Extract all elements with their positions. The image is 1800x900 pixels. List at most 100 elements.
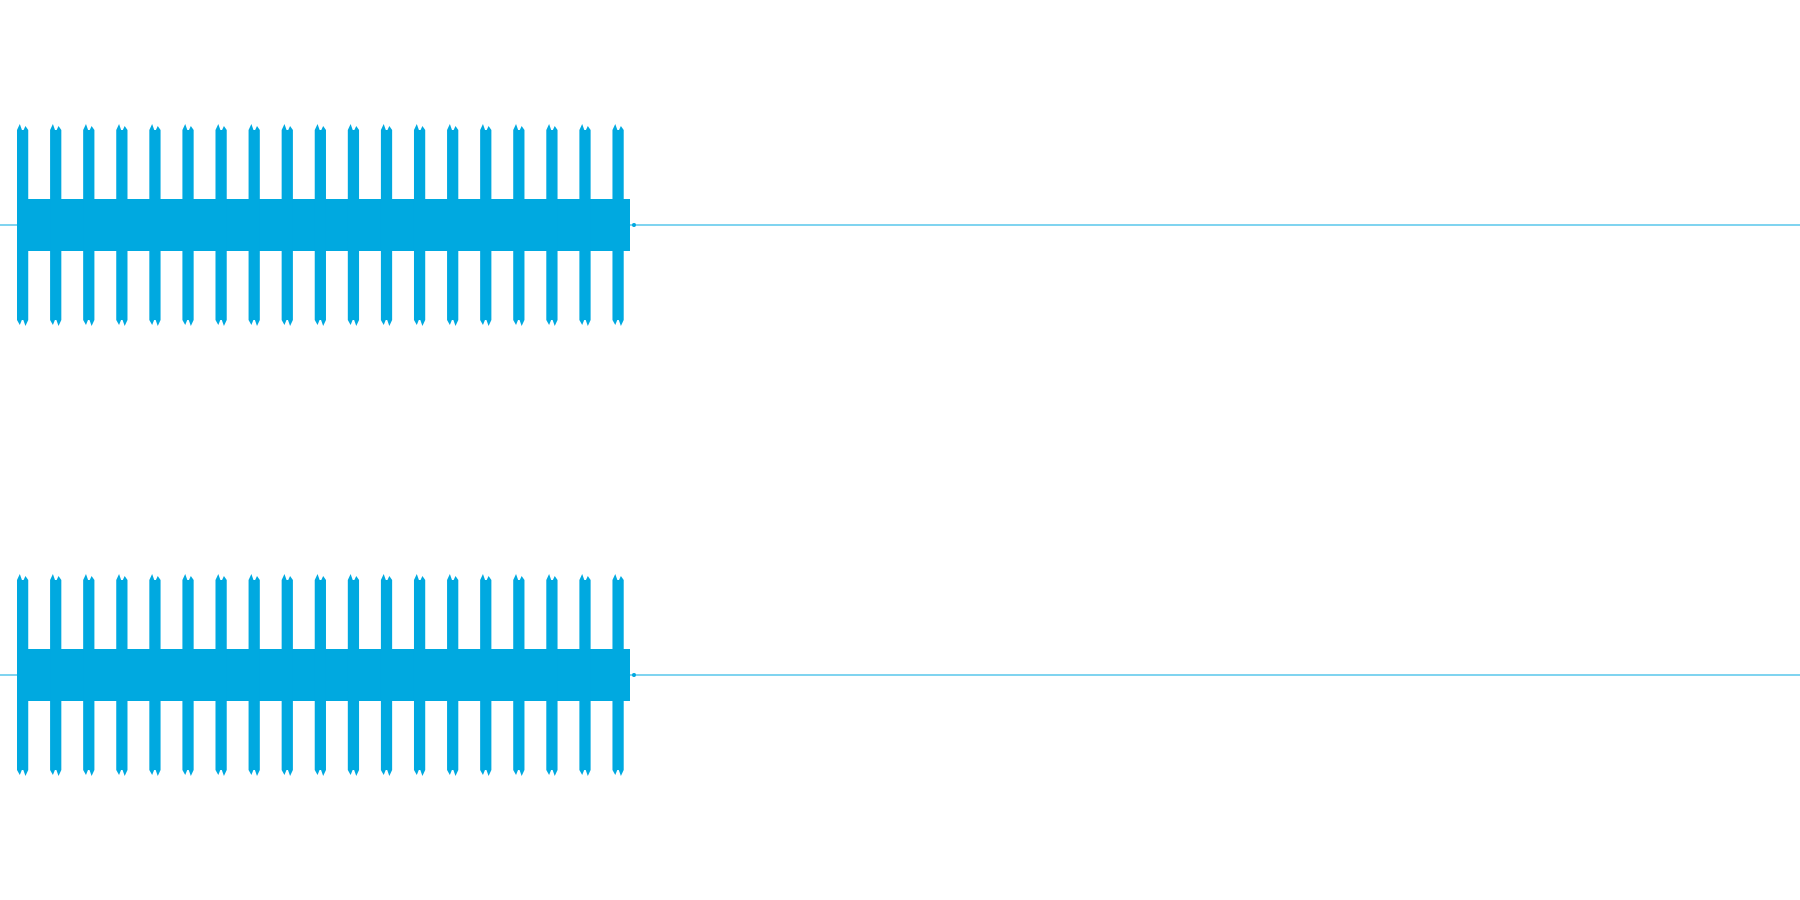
waveform-burst-tip bbox=[347, 318, 360, 326]
waveform-channel-1 bbox=[0, 124, 1800, 326]
waveform-burst-tip bbox=[50, 318, 62, 326]
waveform-burst-tip bbox=[447, 318, 459, 326]
waveform-burst-tip bbox=[413, 318, 426, 326]
waveform-burst-tip bbox=[513, 768, 525, 776]
waveform-burst-tip bbox=[380, 574, 393, 582]
waveform-burst bbox=[413, 580, 426, 770]
waveform-burst bbox=[182, 580, 194, 770]
waveform-burst-tip bbox=[215, 574, 227, 582]
waveform-burst-tip bbox=[447, 768, 459, 776]
waveform-burst-tip bbox=[314, 574, 326, 582]
waveform-burst-tip bbox=[380, 768, 393, 776]
waveform-burst-tip bbox=[17, 768, 29, 776]
waveform-burst-tip bbox=[347, 124, 360, 132]
waveform-burst-tip bbox=[215, 768, 227, 776]
waveform-burst-tip bbox=[314, 124, 326, 132]
waveform-burst-tip bbox=[149, 574, 161, 582]
waveform-burst-tip bbox=[612, 574, 624, 582]
waveform-tail bbox=[632, 223, 636, 227]
waveform-burst bbox=[347, 580, 360, 770]
waveform-burst bbox=[480, 580, 492, 770]
waveform-channel-2 bbox=[0, 574, 1800, 776]
waveform-burst bbox=[83, 580, 95, 770]
waveform-burst-tip bbox=[546, 768, 558, 776]
waveform-burst-tip bbox=[314, 768, 326, 776]
waveform-burst bbox=[314, 580, 326, 770]
waveform-burst bbox=[116, 580, 128, 770]
waveform-burst-tip bbox=[612, 318, 624, 326]
waveform-burst bbox=[314, 130, 326, 320]
waveform-burst bbox=[380, 580, 393, 770]
waveform-burst-tip bbox=[480, 574, 492, 582]
waveform-burst-tip bbox=[347, 574, 360, 582]
waveform-burst-tip bbox=[579, 124, 591, 132]
waveform-burst-tip bbox=[248, 768, 260, 776]
waveform-burst-tip bbox=[579, 318, 591, 326]
waveform-burst-tip bbox=[83, 318, 95, 326]
waveform-burst-tip bbox=[579, 574, 591, 582]
waveform-burst bbox=[347, 130, 360, 320]
waveform-burst-tip bbox=[116, 124, 128, 132]
waveform-burst-tip bbox=[182, 574, 194, 582]
waveform-burst-tip bbox=[281, 768, 293, 776]
waveform-burst bbox=[612, 580, 624, 770]
waveform-burst-tip bbox=[447, 574, 459, 582]
waveform-burst bbox=[248, 580, 260, 770]
waveform-burst-tip bbox=[513, 318, 525, 326]
waveform-burst-tip bbox=[116, 768, 128, 776]
waveform-burst-tip bbox=[182, 768, 194, 776]
waveform-burst-tip bbox=[17, 124, 29, 132]
waveform-burst bbox=[17, 130, 29, 320]
waveform-burst bbox=[546, 130, 558, 320]
waveform-burst bbox=[50, 580, 62, 770]
waveform-tail bbox=[632, 673, 636, 677]
waveform-burst-tip bbox=[182, 318, 194, 326]
waveform-burst-tip bbox=[281, 318, 293, 326]
waveform-burst bbox=[413, 130, 426, 320]
waveform-burst bbox=[447, 130, 459, 320]
waveform-burst bbox=[248, 130, 260, 320]
waveform-burst-tip bbox=[50, 768, 62, 776]
waveform-burst bbox=[215, 580, 227, 770]
waveform-burst-tip bbox=[413, 574, 426, 582]
waveform-burst bbox=[116, 130, 128, 320]
waveform-burst-tip bbox=[513, 124, 525, 132]
waveform-burst-tip bbox=[347, 768, 360, 776]
waveform-burst-tip bbox=[248, 574, 260, 582]
waveform-burst bbox=[182, 130, 194, 320]
waveform-burst-tip bbox=[50, 124, 62, 132]
waveform-burst bbox=[380, 130, 393, 320]
waveform-burst-tip bbox=[50, 574, 62, 582]
waveform-burst-tip bbox=[546, 574, 558, 582]
waveform-burst-tip bbox=[149, 124, 161, 132]
waveform-burst-tip bbox=[281, 124, 293, 132]
waveform-burst-tip bbox=[546, 318, 558, 326]
waveform-burst bbox=[215, 130, 227, 320]
waveform-burst-tip bbox=[480, 124, 492, 132]
waveform-burst bbox=[480, 130, 492, 320]
waveform-burst-tip bbox=[116, 318, 128, 326]
waveform-burst-tip bbox=[149, 768, 161, 776]
waveform-burst bbox=[149, 130, 161, 320]
waveform-burst bbox=[149, 580, 161, 770]
waveform-burst bbox=[579, 580, 591, 770]
waveform-burst-tip bbox=[248, 318, 260, 326]
waveform-burst bbox=[513, 580, 525, 770]
waveform-burst bbox=[546, 580, 558, 770]
waveform-burst-tip bbox=[281, 574, 293, 582]
waveform-burst-tip bbox=[215, 124, 227, 132]
waveform-burst-tip bbox=[513, 574, 525, 582]
waveform-burst-tip bbox=[480, 768, 492, 776]
waveform-burst bbox=[447, 580, 459, 770]
waveform-burst-tip bbox=[149, 318, 161, 326]
waveform-burst-tip bbox=[612, 124, 624, 132]
waveform-burst-tip bbox=[612, 768, 624, 776]
waveform-burst bbox=[50, 130, 62, 320]
waveform-burst-tip bbox=[380, 124, 393, 132]
waveform-burst-tip bbox=[413, 768, 426, 776]
waveform-burst-tip bbox=[579, 768, 591, 776]
waveform-burst bbox=[83, 130, 95, 320]
channels-layer bbox=[0, 124, 1800, 776]
waveform-burst-tip bbox=[480, 318, 492, 326]
